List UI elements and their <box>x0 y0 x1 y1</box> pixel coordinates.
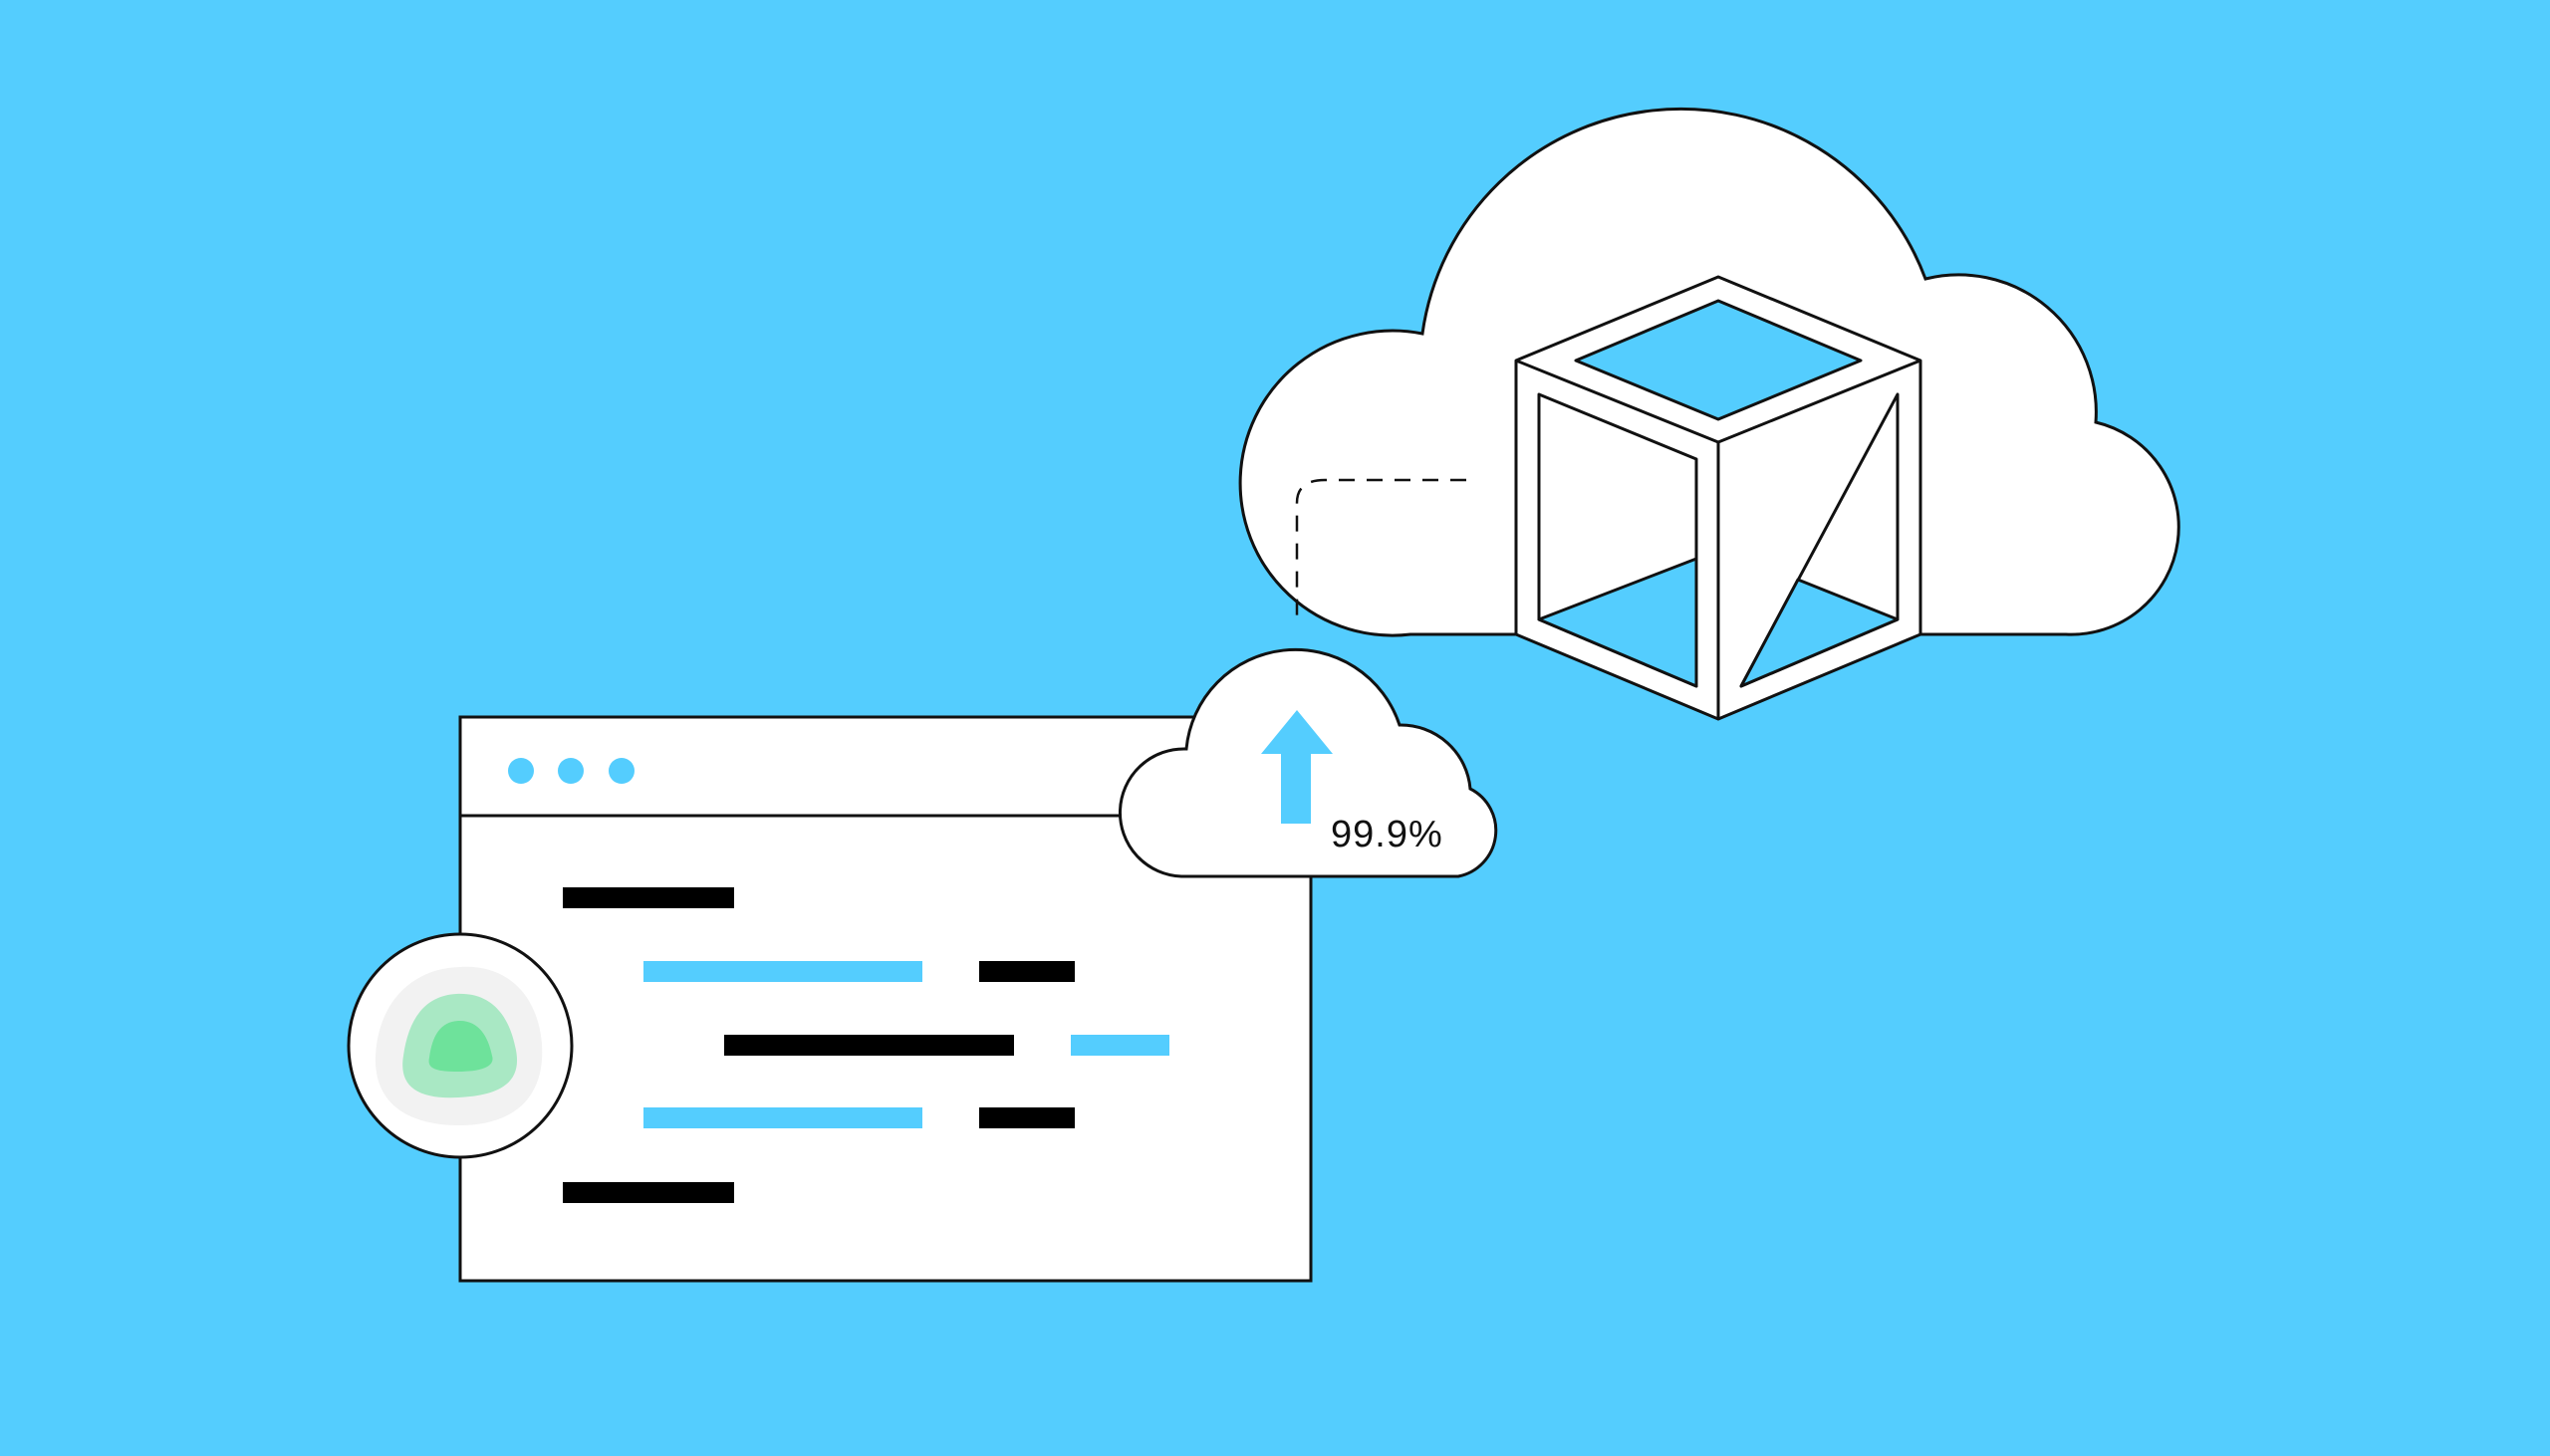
window-dot[interactable] <box>609 758 635 784</box>
code-line-dark <box>979 961 1075 982</box>
window-dot[interactable] <box>558 758 584 784</box>
code-line-dark <box>563 1182 734 1203</box>
storage-box-icon <box>1514 275 1922 721</box>
code-line-blue <box>643 1107 922 1128</box>
code-line-blue <box>1071 1035 1169 1056</box>
status-blob-icon <box>375 966 543 1125</box>
code-line-dark <box>979 1107 1075 1128</box>
upload-arrow-icon <box>1261 710 1333 824</box>
code-block <box>563 887 1169 1203</box>
status-badge[interactable] <box>347 932 574 1159</box>
code-line-dark <box>724 1035 1014 1056</box>
upload-percentage: 99.9% <box>1331 814 1443 855</box>
window-dot[interactable] <box>508 758 534 784</box>
code-line-dark <box>563 887 734 908</box>
code-line-blue <box>643 961 922 982</box>
upload-cloud: 99.9% <box>1118 647 1498 878</box>
dashed-connector <box>1295 478 1466 625</box>
